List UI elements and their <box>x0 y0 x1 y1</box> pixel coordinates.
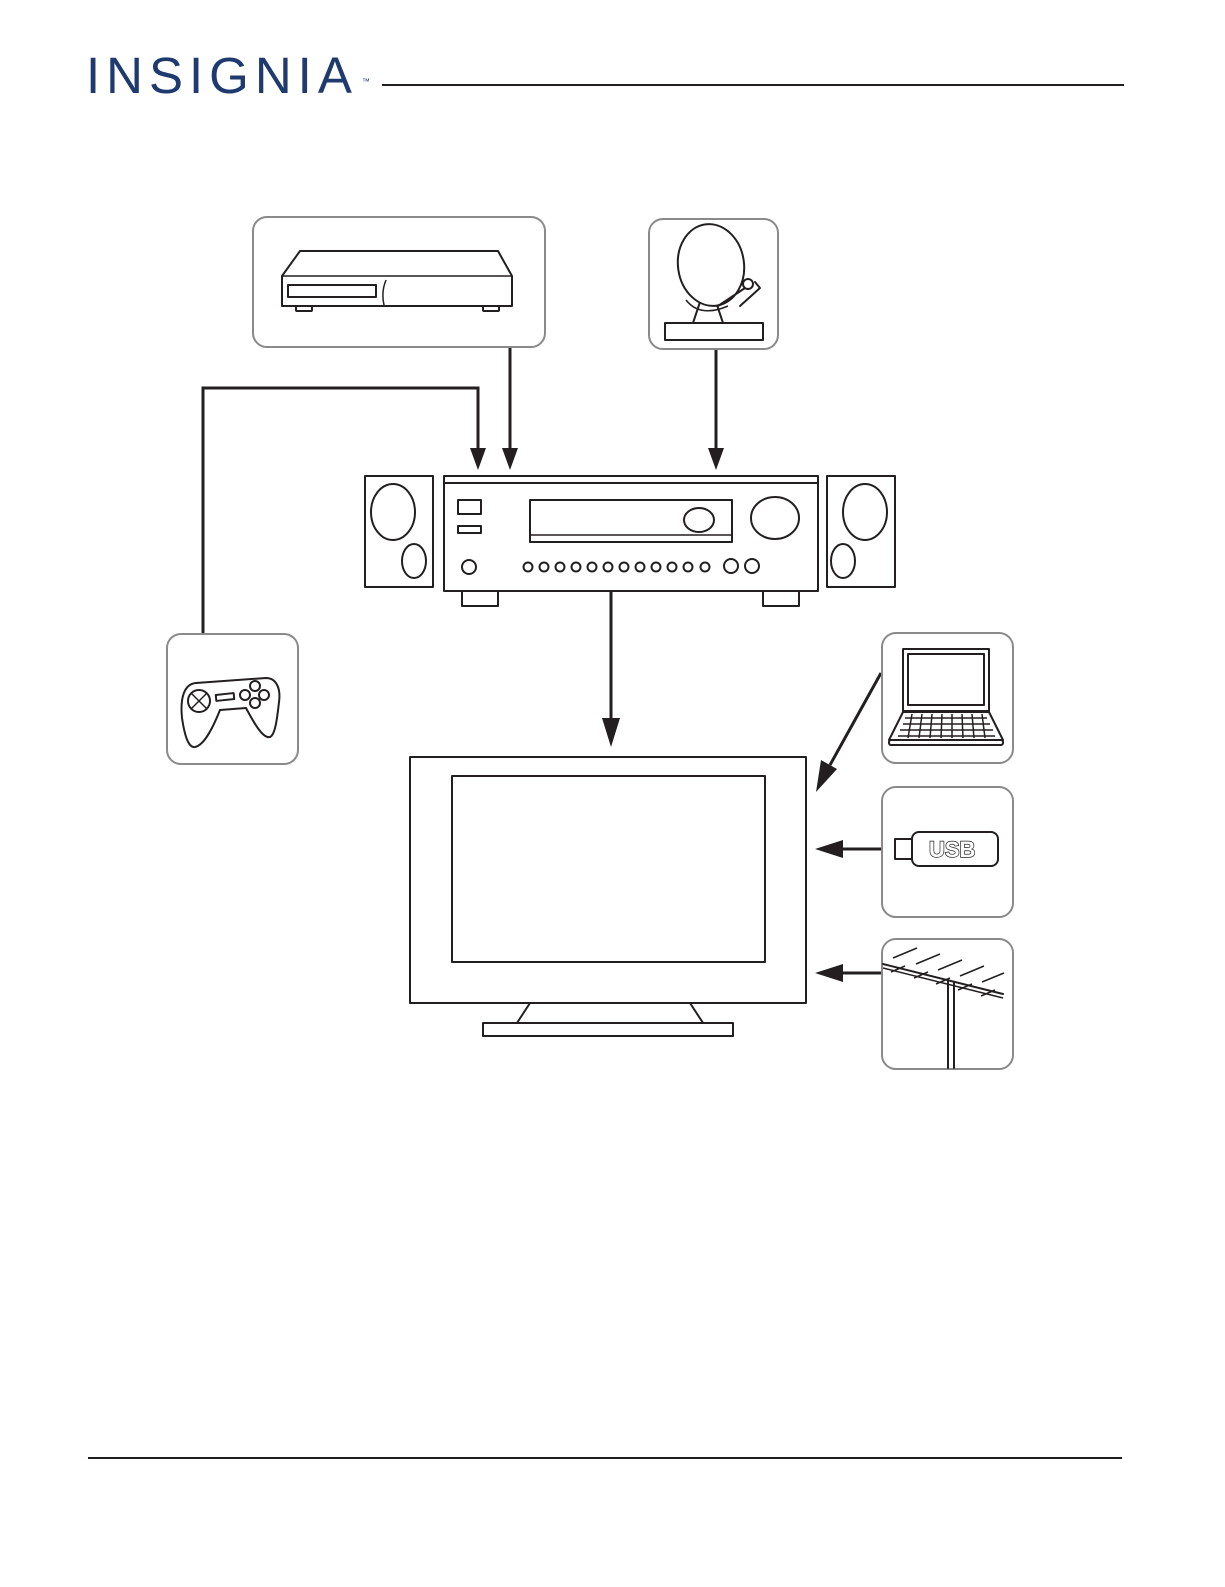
tv-antenna-node <box>882 939 1013 1069</box>
speaker-left <box>365 476 433 587</box>
wire-game-controller-to-receiver <box>203 388 478 633</box>
game-controller-node <box>167 634 298 764</box>
arrowhead-dvd <box>502 448 518 470</box>
av-receiver-node <box>444 476 818 606</box>
usb-flash-drive-node: USB <box>882 787 1013 917</box>
arrowhead-laptop <box>816 760 837 792</box>
dvd-player-node <box>253 217 545 347</box>
television-node <box>410 757 806 1036</box>
speaker-right <box>827 476 895 587</box>
arrowhead-antenna <box>815 964 843 982</box>
laptop-icon <box>889 649 1003 745</box>
television-icon <box>410 757 806 1036</box>
satellite-dish-node <box>649 219 778 349</box>
arrowhead-receiver-to-tv <box>602 718 620 747</box>
arrowhead-usb <box>815 840 843 858</box>
wire-laptop-to-tv <box>830 673 881 765</box>
usb-label: USB <box>929 837 975 862</box>
arrowhead-game-controller <box>470 448 486 470</box>
arrowhead-satellite <box>708 448 724 470</box>
laptop-node <box>882 633 1013 763</box>
dvd-player-icon <box>282 251 512 311</box>
